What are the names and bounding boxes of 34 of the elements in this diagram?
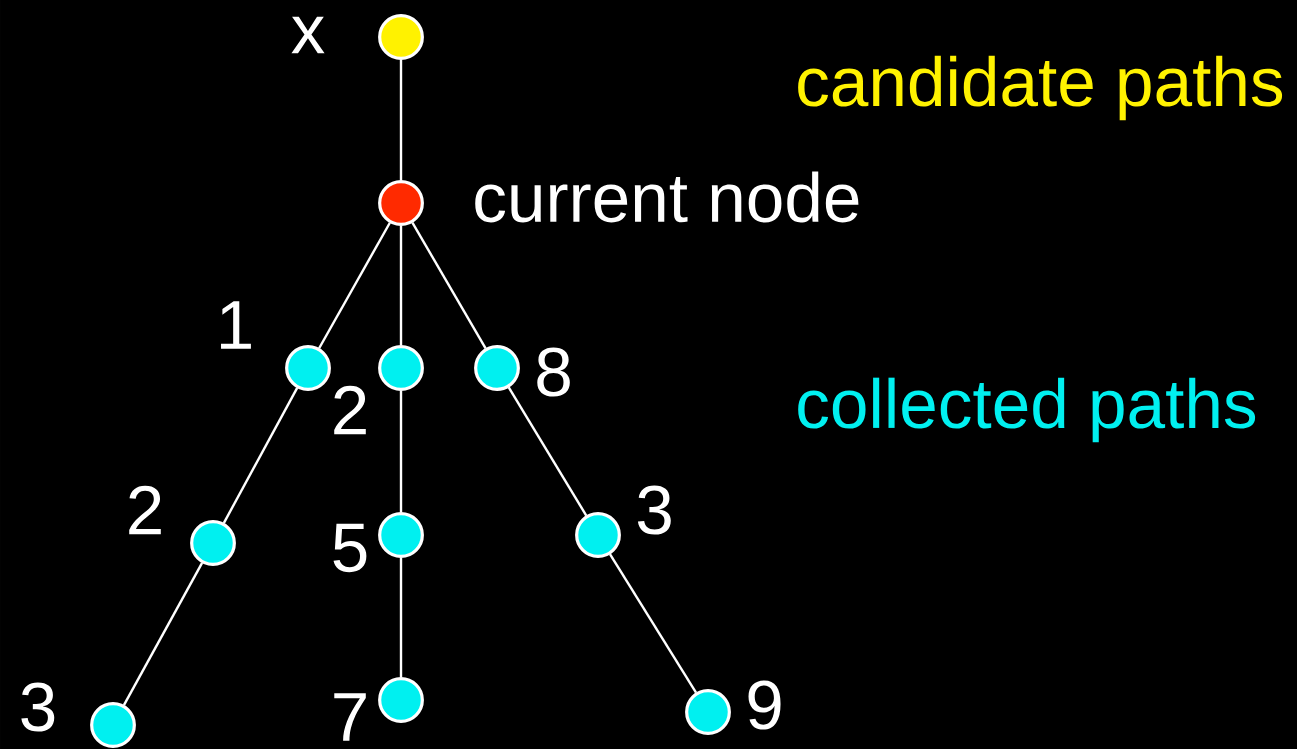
node-label: 2 [129,485,161,535]
tree-edge [318,222,391,349]
legend-text: collected paths [798,377,1256,443]
node-circle [685,689,731,735]
node-label: 8 [537,347,570,397]
tree-edge [122,562,204,706]
node-circle [474,345,520,391]
node-label: 1 [221,301,251,349]
node-label: 9 [748,680,781,730]
node-circle [378,512,424,558]
node-label: 3 [21,682,55,732]
node-circle [378,677,424,723]
tree-edge [222,387,299,524]
node-label: 3 [637,485,671,535]
tree-edge [608,553,698,694]
node-label: 5 [333,523,367,573]
tree-edge [399,59,403,181]
node-label: 7 [334,693,366,741]
node-circle [378,345,424,391]
node-circle [378,180,424,226]
node-circle [90,702,136,748]
node-label: x [291,16,325,54]
tree-edge [411,221,487,349]
tree-edge [507,386,588,517]
node-label: 2 [334,385,366,435]
legend-text: candidate paths [798,55,1283,121]
node-circle [575,512,621,558]
tree-edge [399,390,403,513]
node-circle [190,520,236,566]
node-circle [378,14,424,60]
node-circle [285,345,331,391]
tree-edge [399,557,403,678]
tree-edge [399,225,403,346]
node-label: current node [475,171,859,223]
